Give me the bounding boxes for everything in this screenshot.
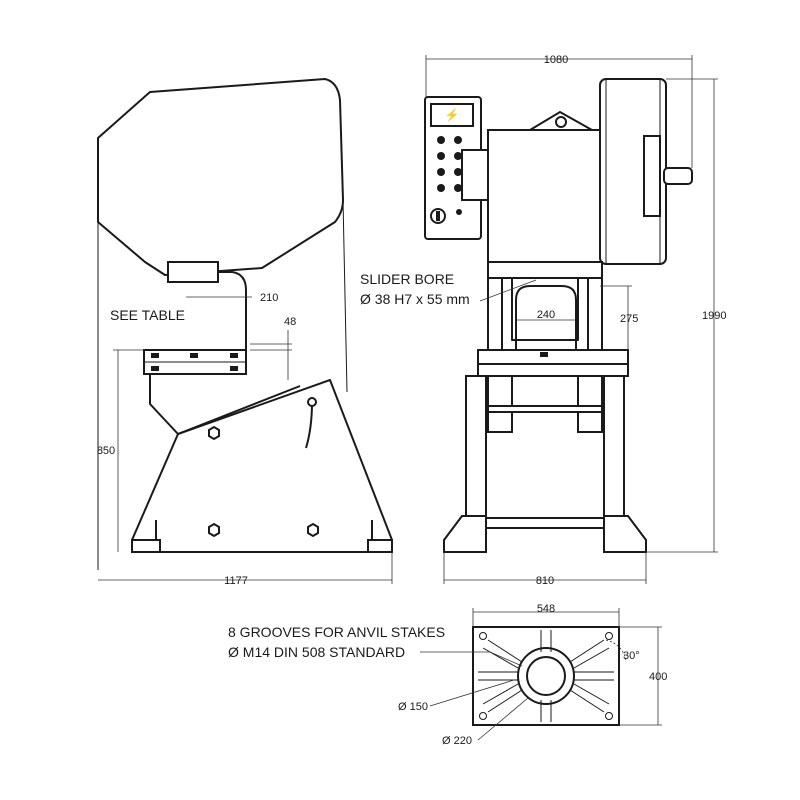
hole-inner-leader [429,679,515,707]
leg-inner-left [487,375,513,433]
table-plate [472,626,620,726]
front-table [477,349,629,365]
lower-tie-bar [485,517,605,529]
foot-left [443,515,487,553]
dim-1990: 1990 [702,310,726,322]
column-right [587,277,603,351]
dim-hole-150: Ø 150 [398,701,428,713]
side-view-frame-arm [218,271,247,350]
dim-30-degrees: 30° [623,650,640,662]
dim-1080: 1080 [544,54,568,66]
side-view-handle-knob [307,397,317,407]
motor-housing [487,129,603,263]
front-table-base [477,363,629,377]
side-view-lower-neck [149,374,301,435]
dim-850: 850 [97,445,115,457]
slider-bore-label-line2: Ø 38 H7 x 55 mm [360,291,470,307]
side-view: 1177 850 210 48 SEE TABLE [97,78,393,587]
slider-bore-label-line1: SLIDER BORE [360,271,454,287]
slider [511,278,579,341]
see-table-label: SEE TABLE [110,307,185,323]
dim-48: 48 [284,316,296,328]
lifting-eye-hole [555,116,567,128]
table-plan-view: 30° 548 400 Ø 150 Ø 220 8 GROOVES FOR AN… [228,603,667,747]
leg-inner-right [577,375,603,433]
dim-810: 810 [536,575,554,587]
dim-548: 548 [537,603,555,615]
side-view-base-frame [131,379,393,553]
side-view-foot-right [367,539,393,553]
grooves-label-line1: 8 GROOVES FOR ANVIL STAKES [228,624,445,640]
upper-body [487,261,603,279]
grooves-label-line2: Ø M14 DIN 508 STANDARD [228,644,405,660]
side-view-bolt-icon [208,522,220,538]
side-view-upper-housing [97,78,344,276]
side-view-back-edge [342,199,348,393]
column-left [487,277,503,351]
dim-1177: 1177 [224,575,248,587]
table-hole-outer [517,647,575,705]
front-view: ⚡ [360,54,726,587]
side-view-handle [305,401,313,449]
foot-right [603,515,647,553]
front-table-slot [540,352,548,357]
slider-bore [515,285,577,350]
panel-bracket [461,149,491,201]
control-panel-buttons [437,136,462,215]
side-view-bolt-icon [307,522,319,538]
dim-275: 275 [620,313,638,325]
grooves-leader-d [489,651,523,667]
hand-crank [663,167,693,185]
dim-240: 240 [537,309,555,321]
table-hole-inner [526,656,566,696]
control-panel-display-icon: ⚡ [445,108,460,122]
side-view-slider [167,261,219,283]
flywheel-hub [643,135,661,217]
slider-bore-leader [479,279,537,302]
side-view-table-slots [151,353,238,371]
hole-outer-leader [477,697,529,741]
side-view-bolt-icon [208,425,220,441]
leg-left [465,375,487,521]
dim-400: 400 [649,671,667,683]
dim-hole-220: Ø 220 [442,735,472,747]
emergency-stop-mark [436,211,440,221]
dim-210: 210 [260,292,278,304]
leg-right [603,375,625,521]
crossbar [487,405,603,413]
side-view-foot-left [131,539,161,553]
table-corner-holes [479,632,613,720]
control-panel-display [430,103,474,127]
